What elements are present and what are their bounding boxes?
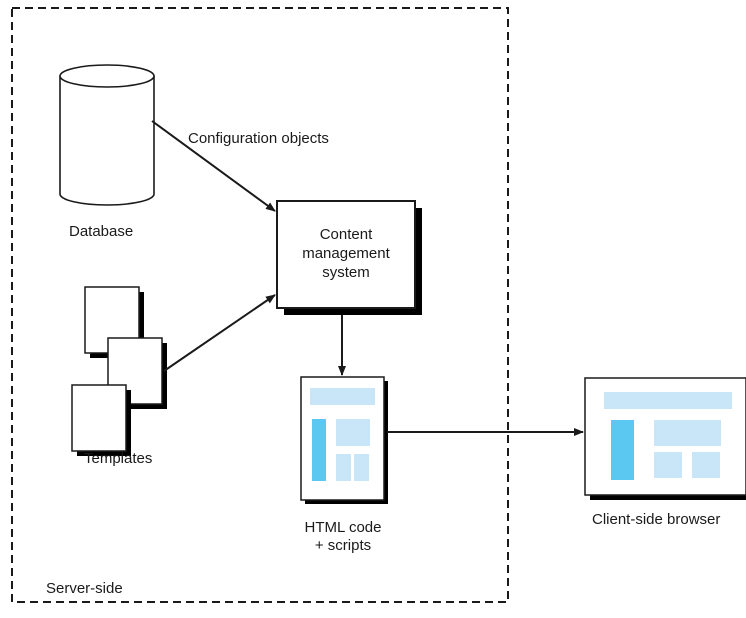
cms-label-line1: Content bbox=[319, 226, 373, 243]
client-browser-label: Client-side browser bbox=[592, 511, 721, 528]
arrow-templates-to-cms bbox=[163, 294, 276, 372]
arrow-database-to-cms bbox=[151, 120, 276, 212]
templates-icon bbox=[71, 286, 167, 456]
server-side-boundary bbox=[11, 7, 509, 603]
html-page-icon bbox=[300, 376, 388, 504]
database-icon bbox=[59, 64, 155, 206]
cms-box bbox=[276, 200, 422, 315]
templates-label: Templates bbox=[84, 450, 153, 467]
database-label: Database bbox=[69, 223, 134, 240]
client-browser-icon bbox=[584, 377, 746, 500]
html-code-label-line2: + scripts bbox=[314, 537, 372, 554]
cms-label-line2: management bbox=[302, 245, 390, 262]
configuration-objects-label: Configuration objects bbox=[188, 130, 329, 147]
cms-label-line3: system bbox=[322, 264, 370, 281]
html-code-label-line1: HTML code bbox=[304, 519, 382, 536]
server-side-label: Server-side bbox=[46, 580, 123, 597]
